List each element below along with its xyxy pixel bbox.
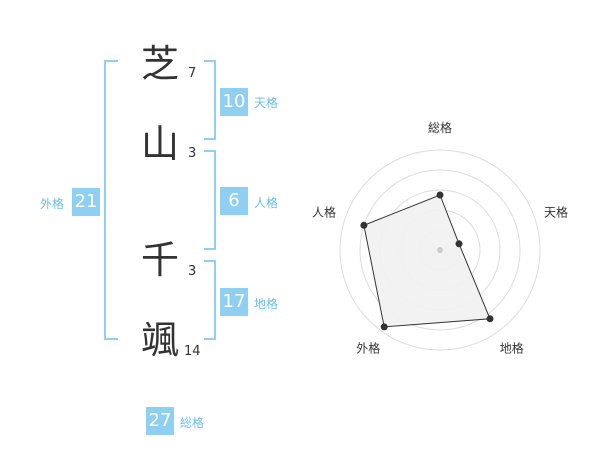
radar-axis-label: 外格 [356,341,380,356]
stroke-count-1: 7 [188,66,197,81]
stroke-count-2: 3 [188,146,197,161]
radar-point [455,240,463,248]
name-char-1: 芝 [140,42,179,86]
tenkaku-label: 天格 [254,96,279,110]
soukaku-badge: 27 [146,407,174,435]
soukaku-label: 総格 [180,416,205,430]
chikaku-badge: 17 [220,288,248,316]
radar-point [436,191,444,199]
radar-axis-label: 総格 [428,120,452,135]
radar-axis-label: 地格 [500,341,524,356]
radar-point [360,221,368,229]
radar-ring [359,169,521,331]
jinkaku-badge: 6 [220,187,248,215]
radar-axis-label: 天格 [544,204,568,219]
radar-center [437,247,443,253]
stroke-count-4: 14 [184,344,201,359]
name-char-4: 颯 [140,318,179,362]
radar-ring [339,149,541,351]
chikaku-label: 地格 [254,297,279,311]
radar-area [363,194,491,328]
tenkaku-bracket [204,60,216,140]
gaikaku-label: 外格 [40,197,65,211]
jinkaku-bracket [204,150,216,250]
radar-axis-label: 人格 [312,204,336,219]
gaikaku-bracket [104,60,118,340]
chikaku-bracket [204,260,216,340]
name-char-3: 千 [140,238,179,282]
gaikaku-badge: 21 [72,188,100,216]
jinkaku-label: 人格 [254,196,279,210]
tenkaku-badge: 10 [220,88,248,116]
radar-point [486,315,494,323]
stroke-count-3: 3 [188,264,197,279]
radar-point [380,323,388,331]
name-char-2: 山 [140,122,179,166]
